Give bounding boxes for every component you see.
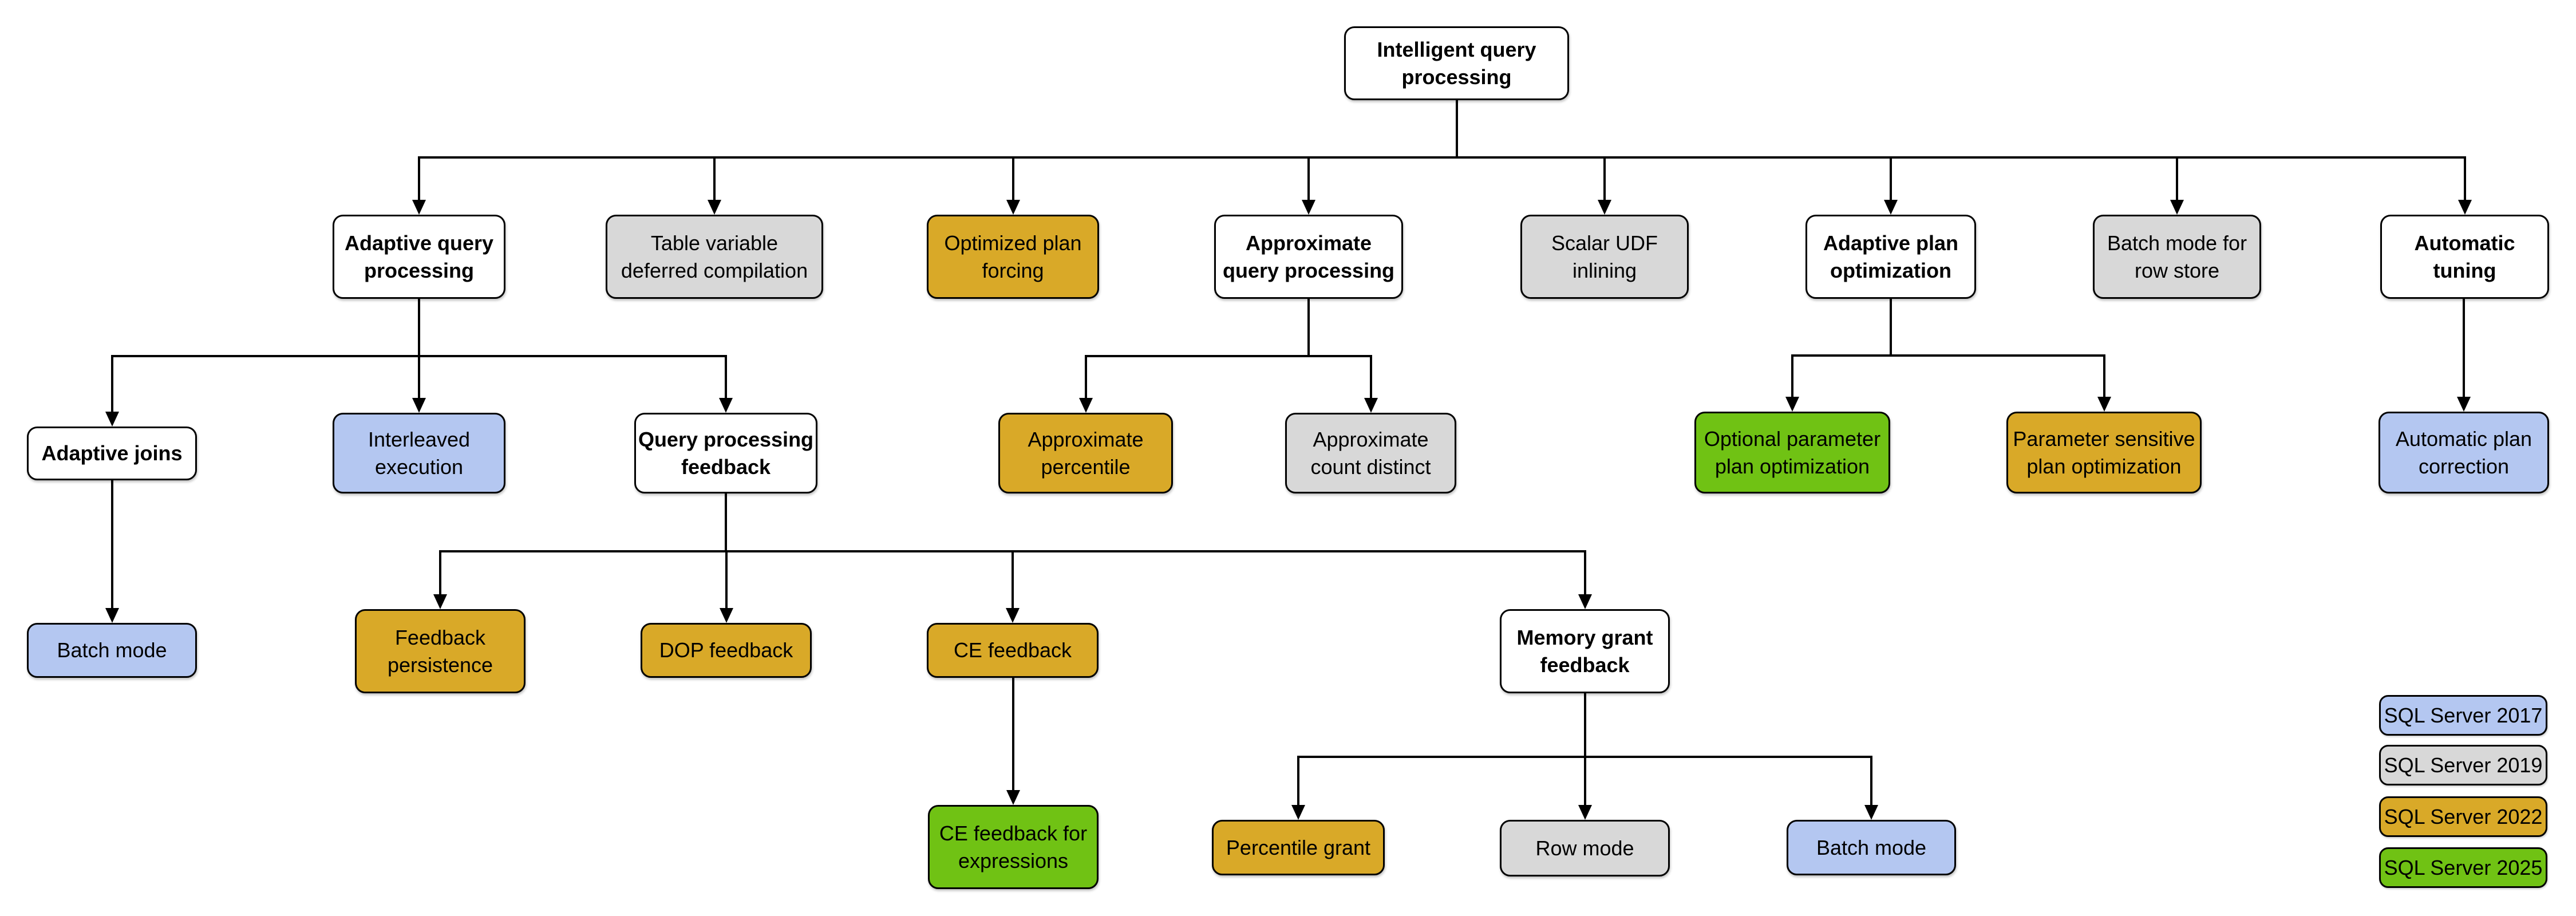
connector-line	[1370, 356, 1372, 400]
connector-line	[1012, 157, 1014, 202]
node-dop-feedback: DOP feedback	[641, 623, 812, 678]
connector-line	[725, 356, 727, 400]
connector-line	[1791, 356, 1793, 399]
arrow-down-icon	[720, 608, 733, 623]
node-table-variable-deferred-compilation: Table variable deferred compilation	[606, 215, 823, 299]
arrow-down-icon	[2457, 397, 2471, 412]
node-interleaved-execution: Interleaved execution	[333, 413, 505, 493]
arrow-down-icon	[719, 398, 733, 413]
connector-line	[1890, 157, 1892, 202]
arrow-down-icon	[433, 594, 447, 609]
connector-line	[1870, 757, 1872, 807]
connector-line	[418, 299, 420, 356]
connector-line	[1012, 678, 1014, 792]
node-feedback-persistence: Feedback persistence	[355, 609, 526, 693]
node-approximate-query-processing: Approximate query processing	[1214, 215, 1403, 299]
connector-line	[713, 157, 716, 202]
node-parameter-sensitive-plan-optimization: Parameter sensitive plan optimization	[2006, 412, 2202, 493]
node-optional-parameter-plan-optimization: Optional parameter plan optimization	[1694, 412, 1890, 493]
connector-line	[439, 551, 441, 597]
connector-line	[1456, 100, 1458, 157]
connector-line	[1085, 355, 1372, 357]
arrow-down-icon	[1578, 594, 1592, 609]
arrow-down-icon	[1884, 200, 1898, 215]
node-batch-mode-row-store: Batch mode for row store	[2093, 215, 2261, 299]
arrow-down-icon	[1864, 805, 1878, 820]
arrow-down-icon	[708, 200, 721, 215]
arrow-down-icon	[412, 398, 426, 413]
arrow-down-icon	[1598, 200, 1611, 215]
node-batch-mode-adaptive-joins: Batch mode	[27, 623, 197, 678]
connector-line	[418, 156, 2466, 159]
arrow-down-icon	[412, 200, 426, 215]
arrow-down-icon	[105, 608, 119, 623]
node-row-mode: Row mode	[1500, 820, 1670, 876]
arrow-down-icon	[1578, 805, 1592, 820]
connector-line	[1012, 551, 1014, 610]
connector-line	[1584, 693, 1586, 757]
arrow-down-icon	[1006, 790, 1020, 805]
legend-item-sql-server-2022: SQL Server 2022	[2379, 796, 2547, 837]
node-approximate-percentile: Approximate percentile	[998, 413, 1173, 493]
node-automatic-plan-correction: Automatic plan correction	[2379, 412, 2549, 493]
arrow-down-icon	[1364, 398, 1378, 413]
connector-line	[2464, 157, 2466, 202]
connector-line	[418, 356, 420, 400]
connector-line	[111, 356, 113, 414]
node-ce-feedback: CE feedback	[927, 623, 1099, 678]
connector-line	[418, 157, 420, 202]
connector-line	[725, 551, 728, 610]
legend-item-sql-server-2017: SQL Server 2017	[2379, 695, 2547, 736]
arrow-down-icon	[105, 412, 119, 427]
arrow-down-icon	[2097, 397, 2111, 412]
arrow-down-icon	[1302, 200, 1315, 215]
arrow-down-icon	[1079, 398, 1093, 413]
node-adaptive-plan-optimization: Adaptive plan optimization	[1805, 215, 1976, 299]
arrow-down-icon	[1006, 608, 1020, 623]
node-query-processing-feedback: Query processing feedback	[634, 413, 817, 493]
arrow-down-icon	[2170, 200, 2184, 215]
node-percentile-grant: Percentile grant	[1212, 820, 1385, 875]
arrow-down-icon	[1006, 200, 1020, 215]
connector-line	[725, 493, 727, 551]
node-approximate-count-distinct: Approximate count distinct	[1285, 413, 1456, 493]
legend-item-sql-server-2019: SQL Server 2019	[2379, 745, 2547, 785]
connector-line	[1307, 299, 1310, 356]
node-memory-grant-feedback: Memory grant feedback	[1500, 609, 1670, 693]
connector-line	[1584, 551, 1586, 597]
connector-line	[2103, 356, 2105, 399]
arrow-down-icon	[1291, 805, 1305, 820]
connector-line	[2176, 157, 2178, 202]
connector-line	[1584, 757, 1586, 807]
connector-line	[1297, 757, 1299, 807]
node-ce-feedback-expressions: CE feedback for expressions	[928, 805, 1099, 889]
connector-line	[2463, 299, 2465, 399]
node-batch-mode-memory-grant: Batch mode	[1787, 820, 1956, 875]
connector-line	[1603, 157, 1606, 202]
arrow-down-icon	[2458, 200, 2472, 215]
node-adaptive-joins: Adaptive joins	[27, 427, 197, 480]
connector-line	[1307, 157, 1310, 202]
node-adaptive-query-processing: Adaptive query processing	[333, 215, 505, 299]
node-scalar-udf-inlining: Scalar UDF inlining	[1520, 215, 1689, 299]
node-automatic-tuning: Automatic tuning	[2380, 215, 2549, 299]
connector-line	[1085, 356, 1087, 400]
legend-item-sql-server-2025: SQL Server 2025	[2379, 847, 2547, 888]
connector-line	[1890, 299, 1892, 356]
connector-line	[1791, 354, 2105, 357]
node-optimized-plan-forcing: Optimized plan forcing	[927, 215, 1099, 299]
connector-line	[111, 480, 113, 610]
arrow-down-icon	[1785, 397, 1799, 412]
node-intelligent-query-processing: Intelligent query processing	[1344, 26, 1569, 100]
